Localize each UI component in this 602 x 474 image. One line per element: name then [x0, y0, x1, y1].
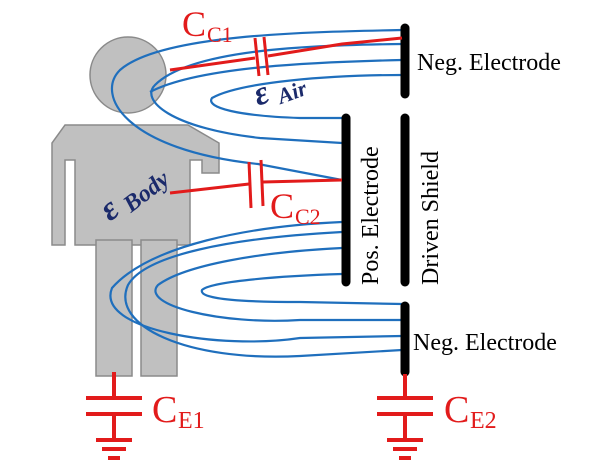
cc2-main: C	[270, 186, 294, 226]
cc1-plate-left	[253, 37, 261, 77]
field-lines	[109, 28, 403, 358]
cc1-main: C	[182, 4, 206, 44]
coupling-capacitors	[169, 36, 403, 209]
ce2-sub: E2	[470, 408, 497, 434]
field-line	[150, 42, 403, 145]
cc1-wire-left	[169, 56, 256, 72]
cc1-sub: C1	[207, 22, 233, 47]
field-line	[124, 230, 403, 358]
cc2-wire-right	[262, 178, 343, 184]
neg-electrode-top-label: Neg. Electrode	[417, 50, 561, 76]
field-line	[154, 246, 402, 322]
epsilon-air-symbol: ε	[248, 74, 274, 114]
field-line	[149, 58, 403, 93]
ce1-sub: E1	[178, 408, 205, 434]
earth-capacitor-1	[86, 372, 142, 460]
earth-capacitor-2	[377, 374, 433, 460]
cc2-plate-left	[247, 161, 253, 209]
driven-shield-label: Driven Shield	[418, 151, 444, 285]
neg-electrode-bottom-label: Neg. Electrode	[413, 330, 557, 356]
field-line	[109, 220, 403, 343]
cc2-wire-left	[169, 182, 250, 195]
pos-electrode-label: Pos. Electrode	[358, 146, 384, 285]
cc2-sub: C2	[295, 204, 321, 229]
ce1-label: C E1	[152, 389, 205, 434]
cc2-plate-right	[259, 159, 265, 207]
cc2-label: C C2	[270, 186, 321, 229]
electrodes	[341, 23, 410, 377]
body-right-leg	[140, 239, 178, 377]
cc1-label: C C1	[182, 4, 233, 47]
cc1-plate-right	[262, 36, 270, 76]
ce2-main: C	[444, 389, 469, 431]
field-line	[110, 28, 403, 182]
field-line	[210, 73, 403, 120]
field-line	[200, 272, 403, 306]
epsilon-air-subscript: Air	[272, 75, 310, 109]
ce1-main: C	[152, 389, 177, 431]
ce2-label: C E2	[444, 389, 497, 434]
cc1-wire-right	[267, 36, 403, 58]
